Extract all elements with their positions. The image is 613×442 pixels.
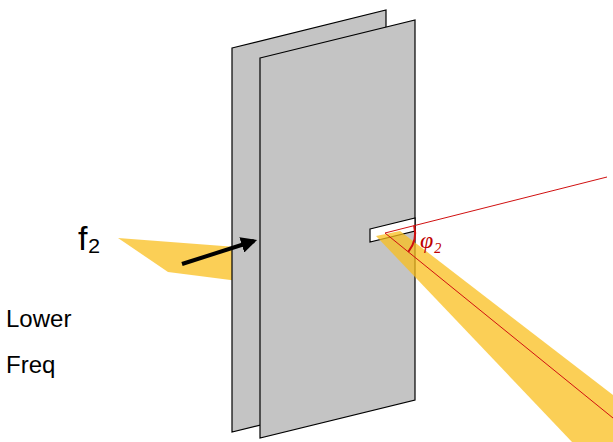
angle-arc [408,226,415,252]
frequency-note: Lower Freq [6,296,86,388]
frequency-label: f₂ [78,218,138,258]
front-plate [260,20,415,438]
outgoing-beam [376,231,613,442]
reference-line [385,177,607,233]
angle-label: φ₂ [420,226,470,254]
input-arrow [182,241,254,264]
beam-center-line [385,233,613,418]
